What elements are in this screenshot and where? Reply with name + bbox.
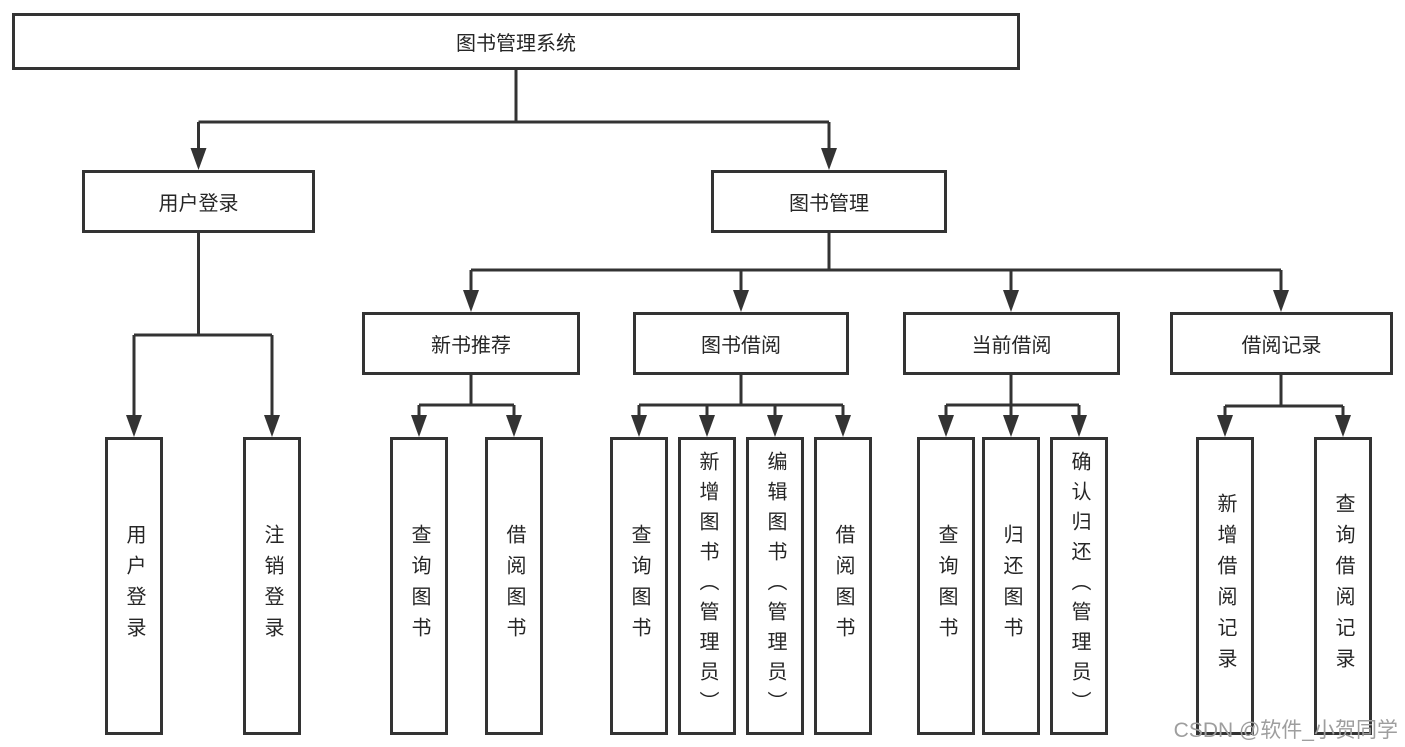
node-root-label: 图书管理系统: [456, 33, 576, 55]
leaf-records-add-record-label: 新增借阅记录: [1214, 493, 1236, 679]
node-book-borrow: 图书借阅: [633, 312, 849, 375]
node-book-borrow-label: 图书借阅: [701, 335, 781, 357]
leaf-borrow-edit-books-admin-label: 编辑图书（管理员）: [764, 451, 786, 721]
node-current-borrow-label: 当前借阅: [971, 335, 1052, 357]
node-current-borrow: 当前借阅: [903, 312, 1120, 375]
node-new-book-recommend-label: 新书推荐: [431, 335, 511, 357]
connector-user-login-children: [126, 233, 280, 437]
leaf-current-return-books-label: 归还图书: [1000, 524, 1022, 648]
connector-book-management-children: [463, 233, 1289, 312]
leaf-logout-login-label: 注销登录: [261, 524, 283, 648]
leaf-user-login: 用户登录: [105, 437, 163, 735]
leaf-borrow-add-books-admin-label: 新增图书（管理员）: [696, 451, 718, 721]
node-borrow-records-label: 借阅记录: [1241, 335, 1322, 357]
leaf-user-login-label: 用户登录: [123, 524, 145, 648]
leaf-current-query-books: 查询图书: [917, 437, 975, 735]
connector-root-to-level2: [190, 70, 837, 170]
leaf-records-add-record: 新增借阅记录: [1196, 437, 1254, 735]
connector-borrow-records-children: [1217, 375, 1351, 437]
leaf-recommend-query-books-label: 查询图书: [408, 524, 430, 648]
leaf-current-query-books-label: 查询图书: [935, 524, 957, 648]
node-root-system: 图书管理系统: [12, 13, 1020, 70]
leaf-current-return-books: 归还图书: [982, 437, 1040, 735]
leaf-current-confirm-return-admin: 确认归还（管理员）: [1050, 437, 1108, 735]
node-user-login-label: 用户登录: [158, 193, 239, 215]
leaf-borrow-borrow-books: 借阅图书: [814, 437, 872, 735]
node-new-book-recommend: 新书推荐: [362, 312, 580, 375]
leaf-borrow-query-books: 查询图书: [610, 437, 668, 735]
node-user-login: 用户登录: [82, 170, 315, 233]
leaf-borrow-borrow-books-label: 借阅图书: [832, 524, 854, 648]
node-borrow-records: 借阅记录: [1170, 312, 1393, 375]
connector-current-borrow-children: [938, 375, 1087, 437]
leaf-records-query-record: 查询借阅记录: [1314, 437, 1372, 735]
csdn-watermark: CSDN @软件_小贺同学: [1173, 719, 1398, 742]
leaf-borrow-edit-books-admin: 编辑图书（管理员）: [746, 437, 804, 735]
leaf-logout-login: 注销登录: [243, 437, 301, 735]
node-book-management: 图书管理: [711, 170, 947, 233]
leaf-recommend-query-books: 查询图书: [390, 437, 448, 735]
leaf-recommend-borrow-books: 借阅图书: [485, 437, 543, 735]
leaf-borrow-add-books-admin: 新增图书（管理员）: [678, 437, 736, 735]
node-book-management-label: 图书管理: [789, 193, 869, 215]
leaf-recommend-borrow-books-label: 借阅图书: [503, 524, 525, 648]
leaf-records-query-record-label: 查询借阅记录: [1332, 493, 1354, 679]
leaf-current-confirm-return-admin-label: 确认归还（管理员）: [1068, 451, 1090, 721]
connector-book-borrow-children: [631, 375, 851, 437]
connector-new-book-recommend-children: [411, 375, 522, 437]
leaf-borrow-query-books-label: 查询图书: [628, 524, 650, 648]
